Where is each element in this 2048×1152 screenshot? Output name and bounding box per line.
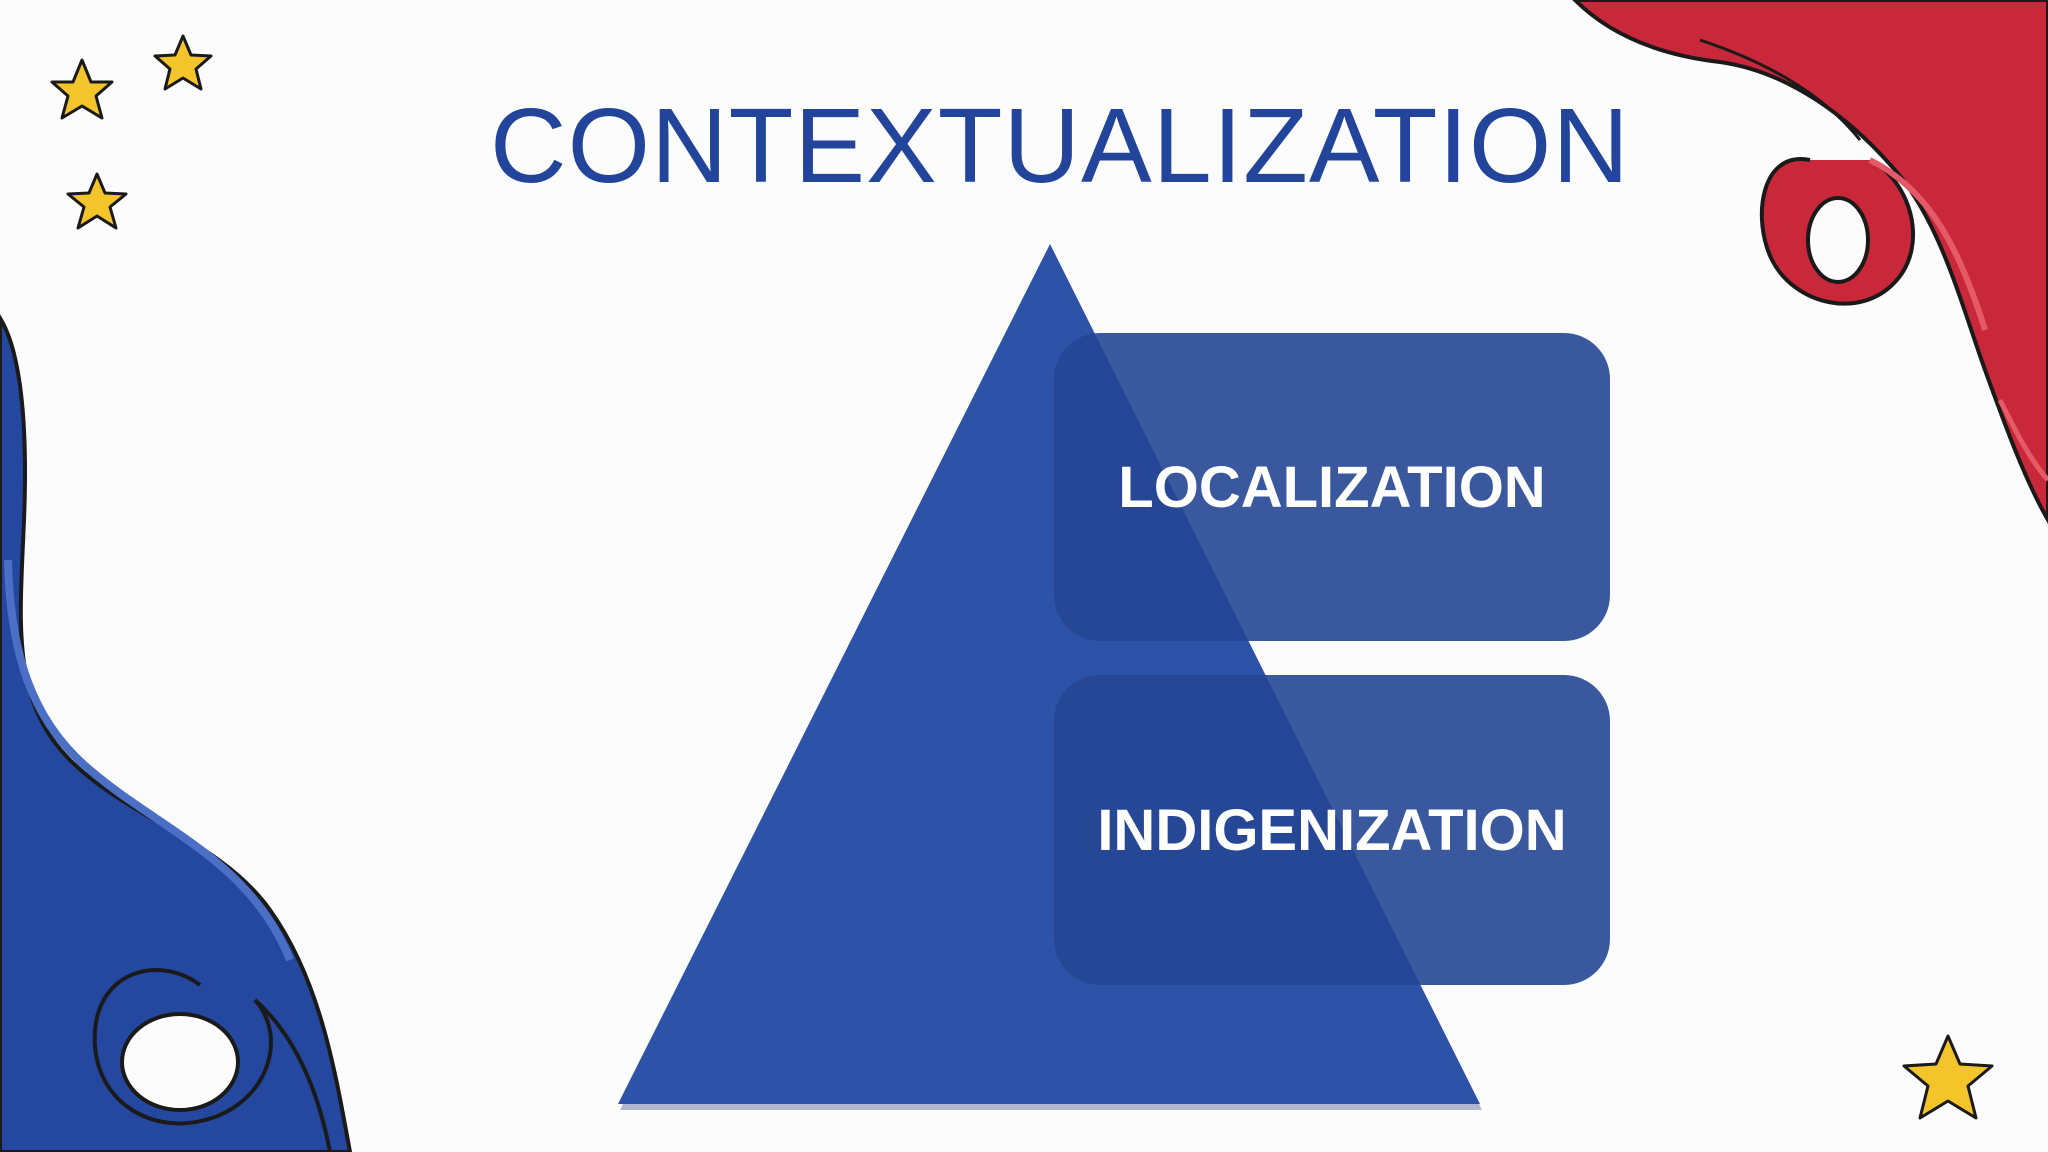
star-icon [1902, 1034, 1994, 1120]
localization-card: LOCALIZATION [1054, 333, 1610, 641]
star-icon [66, 172, 128, 230]
star-icon [50, 58, 114, 120]
red-ribbon [1572, 0, 2048, 525]
blue-ribbon [0, 314, 353, 1152]
indigenization-label: INDIGENIZATION [1097, 797, 1567, 863]
localization-label: LOCALIZATION [1118, 454, 1546, 520]
star-icon [153, 34, 213, 91]
indigenization-card: INDIGENIZATION [1054, 675, 1610, 985]
slide-title: CONTEXTUALIZATION [490, 87, 1630, 205]
